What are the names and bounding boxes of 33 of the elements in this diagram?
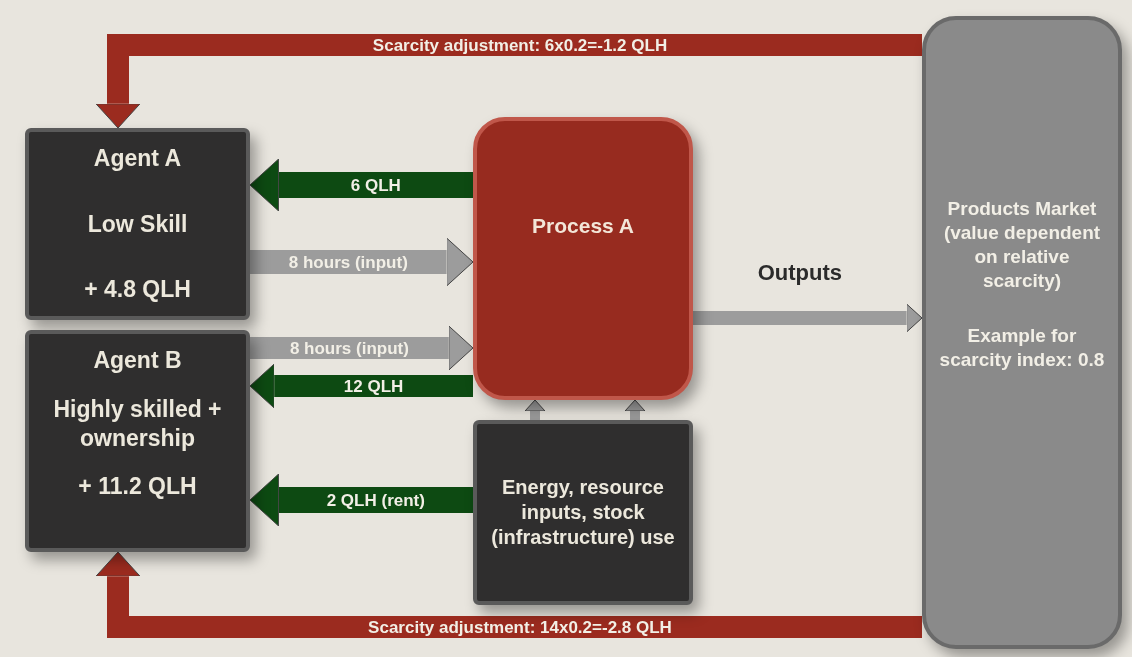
market-panel (922, 16, 1122, 649)
block-arrow (693, 303, 923, 333)
card-text: + 4.8 QLH (84, 275, 191, 304)
agent-card (25, 330, 250, 552)
block-arrow (95, 551, 922, 638)
block-arrow (524, 399, 546, 420)
edge-label: 6 QLH (350, 176, 401, 194)
block-arrow (249, 363, 473, 409)
block-arrow (624, 399, 646, 420)
card-text: Example for scarcity index: 0.8 (938, 324, 1106, 372)
card-text: + 11.2 QLH (78, 472, 197, 501)
resource-box (473, 420, 693, 605)
card-text: Energy, resource inputs, stock (infrastructure) use (490, 475, 676, 550)
card-title: Products Market (value dependent on relative scarcity) (942, 197, 1102, 293)
card-title: Agent A (93, 144, 182, 173)
edge-label: 8 hours (input) (288, 253, 408, 271)
block-arrow (250, 325, 474, 371)
edge-label: 8 hours (input) (289, 339, 409, 357)
edge-label: Scarcity adjustment: 14x0.2=-2.8 QLH (368, 618, 672, 636)
edge-label: 12 QLH (343, 377, 404, 395)
card-text: Highly skilled + ownership (52, 394, 223, 453)
block-arrow (249, 473, 473, 527)
edge-label: Scarcity adjustment: 6x0.2=-1.2 QLH (372, 36, 668, 54)
card-text: Process A (532, 213, 634, 240)
card-title: Agent B (93, 346, 182, 375)
agent-card (25, 128, 250, 320)
edge-label: 2 QLH (rent) (326, 491, 425, 509)
block-arrow (95, 34, 922, 129)
process-box (473, 117, 693, 400)
block-arrow (249, 158, 473, 212)
card-text: Low Skill (87, 209, 188, 239)
block-arrow (250, 237, 474, 287)
edge-label: Outputs (757, 258, 842, 287)
